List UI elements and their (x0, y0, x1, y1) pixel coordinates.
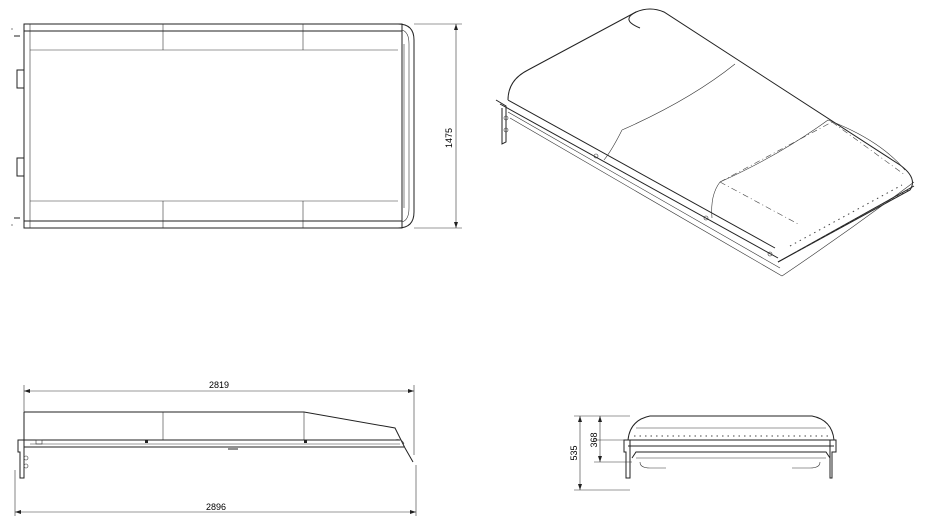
side-view: 2819 2896 (14, 380, 417, 516)
dim-end-height-inner: 368 (589, 432, 599, 447)
isometric-view (495, 8, 915, 277)
dim-side-length-bottom: 2896 (206, 502, 226, 512)
dim-end-height-outer: 535 (569, 445, 579, 460)
end-view: 535 368 (569, 415, 837, 491)
dim-side-length-top: 2819 (209, 380, 229, 390)
dim-plan-width: 1475 (444, 128, 454, 148)
plan-view: 1475 (11, 23, 462, 229)
